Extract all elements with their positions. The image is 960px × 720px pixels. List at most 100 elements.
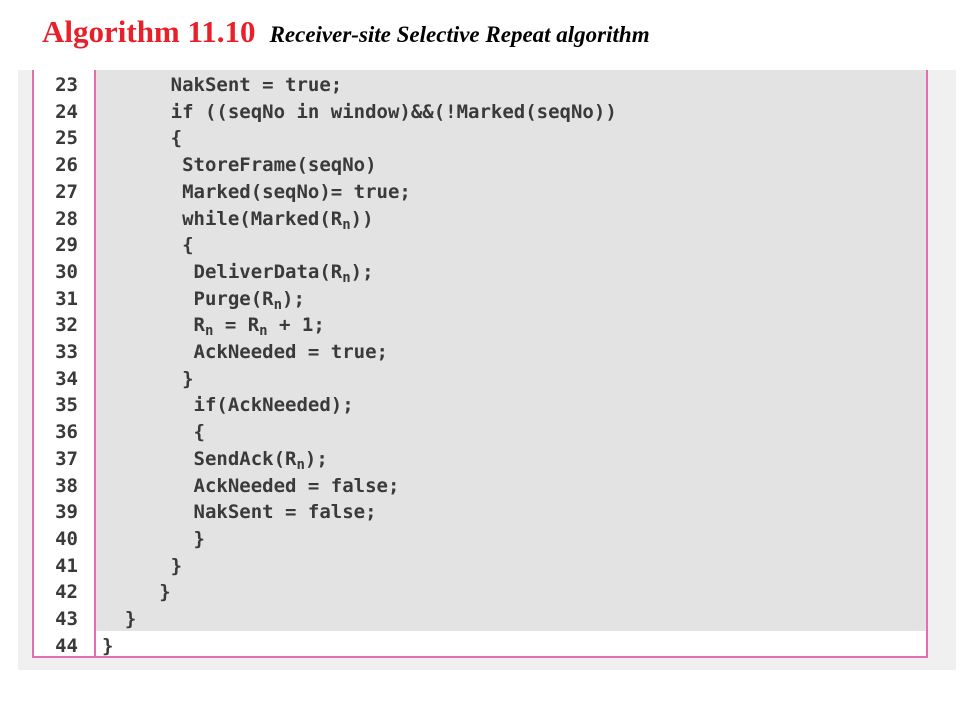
line-number: 23 [55, 74, 78, 96]
code-segment: } [102, 634, 114, 657]
code-line: 23 NakSent = true; [55, 72, 926, 99]
code-line: 36 { [55, 419, 926, 446]
line-number: 28 [55, 207, 78, 230]
line-code-text: Marked(seqNo)= true; [102, 179, 411, 206]
line-code-text: { [102, 232, 194, 259]
code-segment: { [102, 127, 183, 150]
code-segment: { [102, 421, 205, 444]
code-segment: } [102, 527, 205, 550]
code-segment: DeliverData(R [102, 260, 343, 283]
line-code-text: } [102, 579, 171, 606]
line-number: 37 [55, 447, 78, 470]
line-code-text: NakSent = false; [102, 499, 377, 526]
code-line: 40 } [55, 526, 926, 553]
line-number: 43 [55, 608, 78, 630]
line-number: 32 [55, 314, 78, 337]
line-number: 38 [55, 474, 78, 497]
line-number: 42 [55, 581, 78, 604]
line-code-text: { [102, 419, 205, 446]
code-line: 42 } [55, 579, 926, 606]
code-segment: { [102, 234, 194, 257]
code-line: 26 StoreFrame(seqNo) [55, 152, 926, 179]
line-number: 26 [55, 154, 78, 177]
line-code-text: if(AckNeeded); [102, 392, 354, 419]
code-segment: AckNeeded = false; [102, 474, 400, 497]
code-line: 25 { [55, 125, 926, 152]
code-line: 39 NakSent = false; [55, 499, 926, 526]
code-segment: } [102, 554, 183, 577]
code-segment: } [102, 367, 194, 390]
line-code-text: if ((seqNo in window)&&(!Marked(seqNo)) [102, 99, 617, 126]
code-segment: + 1; [267, 314, 325, 337]
line-code-text: while(Marked(Rn)) [102, 206, 374, 233]
code-segment: NakSent = false; [102, 501, 377, 524]
code-line: 35 if(AckNeeded); [55, 392, 926, 419]
code-highlight-region [96, 70, 926, 631]
code-segment: ); [350, 260, 374, 283]
code-line: 31 Purge(Rn); [55, 286, 926, 313]
algorithm-number: Algorithm 11.10 [42, 14, 256, 49]
code-segment: AckNeeded = true; [102, 341, 388, 363]
code-segment: } [102, 581, 171, 604]
line-number: 27 [55, 180, 78, 203]
line-code-text: } [102, 633, 113, 660]
line-code-text: { [102, 125, 182, 152]
line-number: 31 [55, 287, 78, 310]
line-code-text: Purge(Rn); [102, 286, 305, 313]
code-subscript: n [273, 296, 283, 313]
line-code-text: NakSent = true; [102, 72, 343, 99]
line-number: 24 [55, 100, 78, 123]
code-subscript: n [204, 323, 214, 340]
code-subscript: n [342, 269, 351, 286]
code-line: 29 { [55, 232, 926, 259]
line-number: 44 [55, 634, 78, 657]
code-line: 28 while(Marked(Rn)) [55, 206, 926, 233]
code-area: 23 NakSent = true;24 if ((seqNo in windo… [55, 70, 926, 657]
line-code-text: Rn = Rn + 1; [102, 312, 325, 339]
code-segment: NakSent = true; [102, 74, 343, 96]
code-segment: if ((seqNo in window)&&(!Marked(seqNo)) [102, 100, 617, 123]
code-line: 41 } [55, 553, 926, 580]
code-listing: 23 NakSent = true;24 if ((seqNo in windo… [32, 70, 928, 658]
slide-title: Algorithm 11.10 Receiver-site Selective R… [42, 16, 650, 47]
code-line: 34 } [55, 366, 926, 393]
line-number-gutter [34, 70, 96, 656]
line-number: 30 [55, 260, 78, 283]
line-number: 25 [55, 127, 78, 150]
code-subscript: n [259, 323, 268, 340]
code-segment: Purge(R [102, 287, 274, 310]
line-code-text: DeliverData(Rn); [102, 259, 374, 286]
line-code-text: } [102, 526, 205, 553]
code-line: 43 } [55, 606, 926, 633]
line-code-text: SendAck(Rn); [102, 446, 328, 473]
code-segment: StoreFrame(seqNo) [102, 154, 377, 177]
code-segment: = R [213, 314, 260, 337]
code-subscript: n [296, 456, 305, 473]
code-line: 37 SendAck(Rn); [55, 446, 926, 473]
code-line: 33 AckNeeded = true; [55, 339, 926, 366]
code-segment: Marked(seqNo)= true; [102, 180, 411, 203]
line-code-text: } [102, 553, 182, 580]
code-segment: SendAck(R [102, 447, 297, 470]
code-segment: if(AckNeeded); [102, 394, 354, 417]
code-segment: )) [350, 207, 374, 230]
line-code-text: } [102, 366, 194, 393]
algorithm-name: Receiver-site Selective Repeat algorithm [269, 22, 650, 47]
line-number: 35 [55, 394, 78, 417]
code-line: 38 AckNeeded = false; [55, 473, 926, 500]
code-subscript: n [342, 216, 351, 233]
code-line: 44} [55, 633, 926, 660]
line-number: 39 [55, 501, 78, 524]
line-number: 33 [55, 341, 78, 363]
line-code-text: AckNeeded = true; [102, 339, 388, 366]
line-code-text: StoreFrame(seqNo) [102, 152, 377, 179]
line-number: 41 [55, 554, 78, 577]
code-segment: } [102, 608, 137, 630]
line-number: 40 [55, 527, 78, 550]
code-line: 30 DeliverData(Rn); [55, 259, 926, 286]
line-code-text: AckNeeded = false; [102, 473, 400, 500]
code-line: 24 if ((seqNo in window)&&(!Marked(seqNo… [55, 99, 926, 126]
line-number: 29 [55, 234, 78, 257]
line-number: 34 [55, 367, 78, 390]
line-code-text: } [102, 606, 136, 633]
